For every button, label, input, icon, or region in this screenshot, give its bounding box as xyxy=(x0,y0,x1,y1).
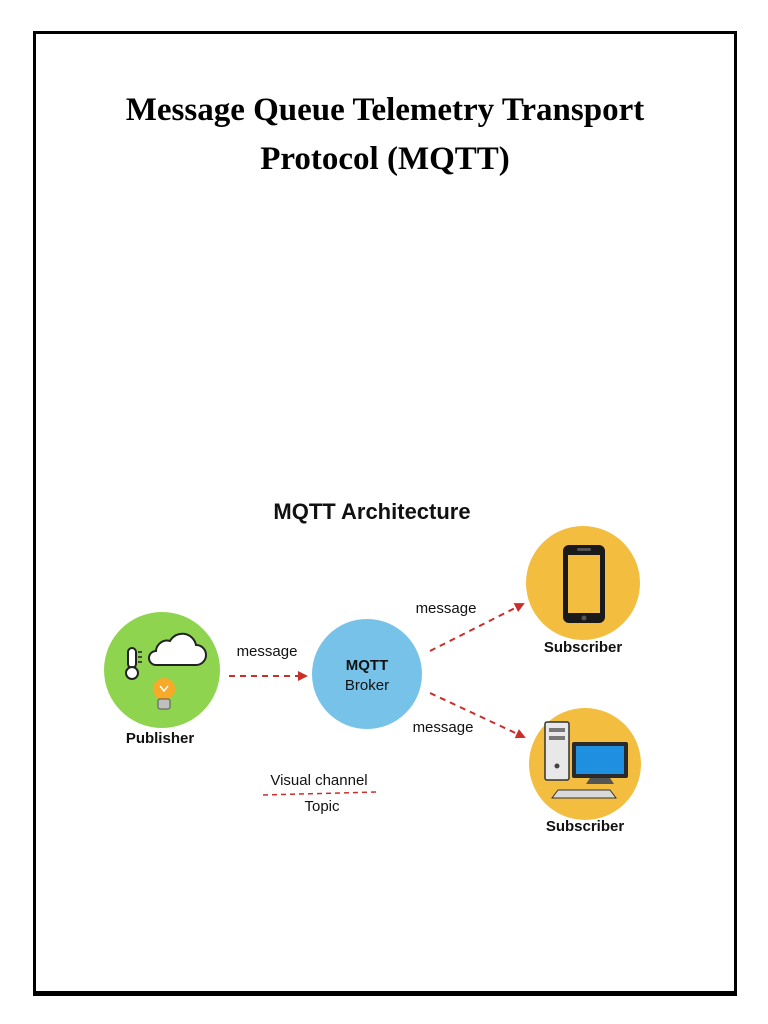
title-line-1: Message Queue Telemetry Transport xyxy=(125,92,645,128)
document-title: Message Queue Telemetry Transport Protoc… xyxy=(36,86,734,184)
thermometer-icon xyxy=(125,647,142,680)
edge-label-broker-phone: message xyxy=(416,600,477,617)
broker-label-line1: MQTT xyxy=(346,657,389,674)
subscriber-computer-node: Subscriber xyxy=(529,708,641,835)
edge-label-publisher-broker: message xyxy=(237,643,298,660)
subscriber-phone-label: Subscriber xyxy=(544,639,623,656)
legend-line2: Topic xyxy=(304,798,340,815)
publisher-label: Publisher xyxy=(126,730,195,747)
legend-dashed-line xyxy=(262,791,378,796)
broker-circle xyxy=(312,619,422,729)
title-line-2: Protocol (MQTT) xyxy=(260,141,510,177)
smartphone-icon xyxy=(563,545,605,623)
edge-label-broker-computer: message xyxy=(413,719,474,736)
broker-label-line2: Broker xyxy=(345,677,389,694)
page-border xyxy=(33,31,737,994)
legend: Visual channel Topic xyxy=(262,772,378,815)
subscriber-computer-label: Subscriber xyxy=(546,818,625,835)
cloud-icon xyxy=(148,632,207,666)
legend-line1: Visual channel xyxy=(270,772,367,789)
broker-node: MQTT Broker xyxy=(312,619,422,729)
subscriber-phone-node: Subscriber xyxy=(526,526,640,656)
lightbulb-icon xyxy=(153,678,175,710)
diagram-heading: MQTT Architecture xyxy=(273,499,470,524)
bottom-rule xyxy=(33,994,737,996)
desktop-computer-icon xyxy=(544,721,628,799)
publisher-node: Publisher xyxy=(104,612,220,747)
publisher-circle xyxy=(104,612,220,728)
